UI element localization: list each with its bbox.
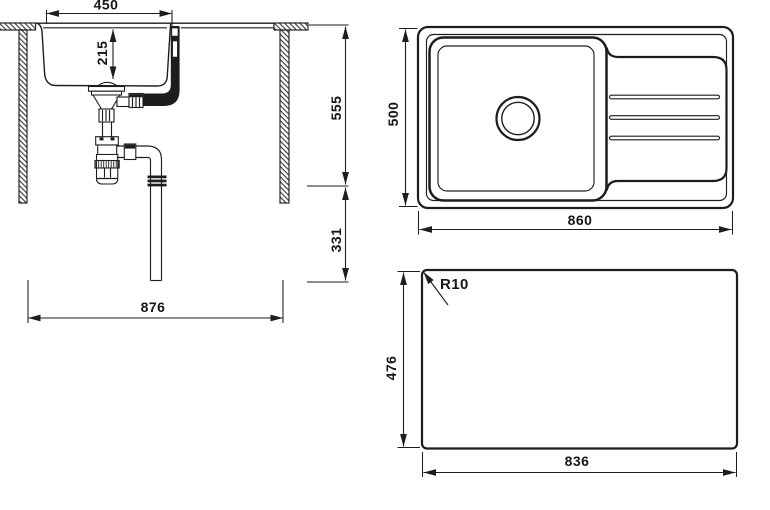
drainboard-groove bbox=[608, 115, 721, 120]
dim-overall-width-label: 876 bbox=[141, 299, 166, 315]
trap-knurl-ring bbox=[94, 159, 120, 169]
drainboard-grooves bbox=[608, 94, 721, 141]
bowl-outline bbox=[428, 36, 608, 202]
dim-876: 876 bbox=[27, 280, 284, 323]
dim-upper-height-label: 555 bbox=[328, 96, 344, 121]
drainboard-step bbox=[605, 47, 728, 191]
sink-bowl-section bbox=[36, 22, 172, 87]
strainer-dome bbox=[97, 81, 118, 87]
sink-rim-section bbox=[35, 22, 274, 29]
cutout-view: R10 476 836 bbox=[383, 268, 739, 477]
section-view: 450 215 555 331 876 bbox=[0, 0, 349, 323]
dim-topview-depth-label: 500 bbox=[385, 102, 401, 127]
compression-nut bbox=[123, 143, 137, 161]
cutout-radius-label: R10 bbox=[440, 276, 469, 293]
bottle-trap bbox=[94, 136, 120, 185]
top-view: 500 860 bbox=[385, 25, 735, 235]
dim-bowl-width-label: 450 bbox=[94, 0, 119, 13]
dim-topview-width-label: 860 bbox=[568, 212, 593, 228]
dim-215: 215 bbox=[94, 29, 117, 79]
dim-cutout-depth-label: 476 bbox=[383, 356, 399, 381]
dim-cutout-width-label: 836 bbox=[565, 453, 590, 469]
bowl-inner bbox=[437, 45, 595, 192]
pipe-ribbed-nut bbox=[147, 175, 167, 187]
dim-bowl-depth-label: 215 bbox=[94, 41, 110, 66]
overflow-head bbox=[171, 27, 179, 37]
dim-476: 476 bbox=[383, 270, 420, 449]
dim-500: 500 bbox=[385, 27, 418, 208]
waste-pipe bbox=[116, 143, 167, 282]
radius-leader: R10 bbox=[423, 271, 469, 306]
drain-hole bbox=[495, 95, 541, 142]
cabinet-panel-right bbox=[279, 29, 290, 204]
sink-outer-edge bbox=[416, 25, 735, 210]
dim-860: 860 bbox=[417, 211, 734, 235]
countertop-left bbox=[0, 22, 37, 31]
dim-331: 331 bbox=[307, 187, 349, 283]
dim-555: 555 bbox=[307, 24, 349, 187]
dim-836: 836 bbox=[421, 452, 738, 477]
drainboard-groove bbox=[608, 135, 721, 141]
drainboard-groove bbox=[608, 94, 721, 100]
overflow-hose bbox=[143, 26, 180, 106]
dim-450: 450 bbox=[45, 0, 173, 26]
dim-lower-height-label: 331 bbox=[328, 228, 344, 253]
countertop-right bbox=[273, 22, 309, 31]
cabinet-panel-left bbox=[18, 29, 28, 204]
cutout-outline bbox=[420, 268, 739, 450]
strainer-assembly bbox=[87, 81, 144, 137]
